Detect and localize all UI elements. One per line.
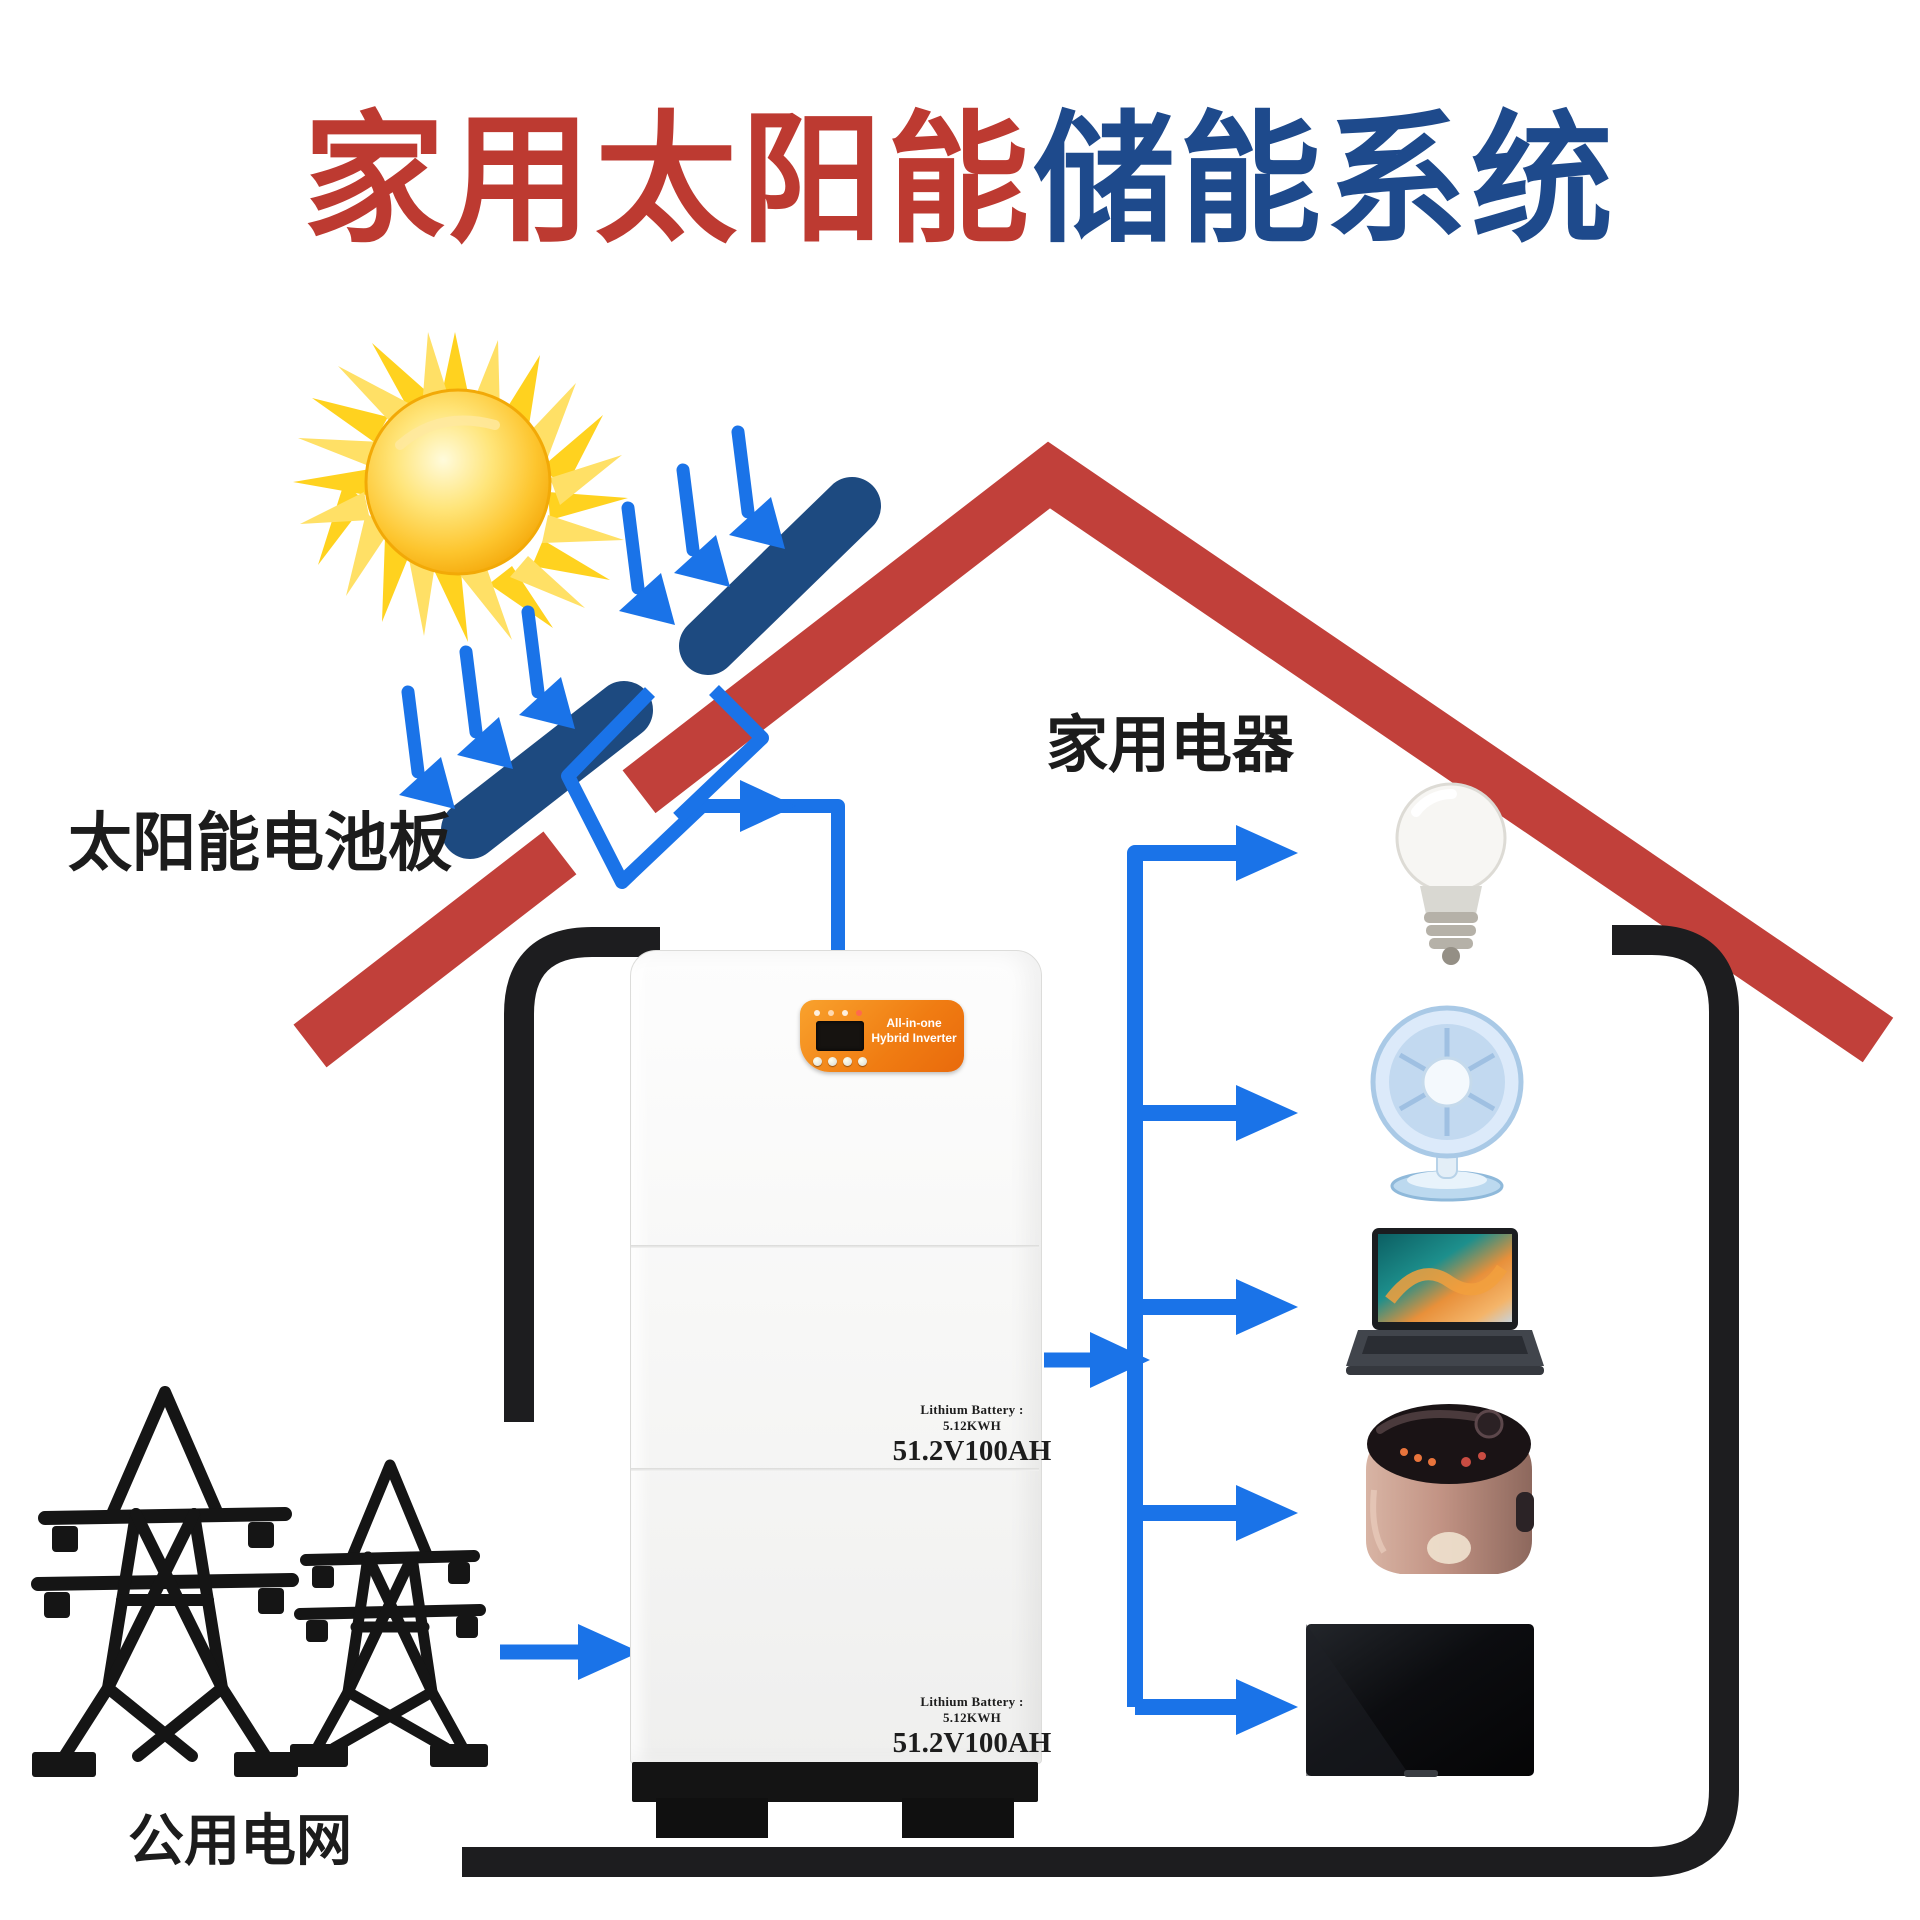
branch-arrow-cooker <box>1236 1485 1298 1541</box>
power-tower-large-icon <box>31 1386 299 1777</box>
energy-storage-unit: All-in-one Hybrid Inverter Lithium Batte… <box>630 950 1051 1838</box>
inverter-button[interactable] <box>843 1057 852 1066</box>
grid-input-arrow <box>500 1624 640 1680</box>
inverter-indicator-led <box>856 1010 862 1016</box>
unit-foot <box>902 1798 1014 1838</box>
battery-module-label: Lithium Battery : 5.12KWH 51.2V100AH <box>892 1402 1052 1468</box>
sunlight-arrows <box>399 425 785 809</box>
house-right-wall-and-floor <box>462 925 1739 1877</box>
pv-cable-arrowhead <box>740 780 796 832</box>
inverter-line2: Hybrid Inverter <box>871 1031 957 1045</box>
branch-arrow-tv <box>1236 1679 1298 1735</box>
sunlight-arrow <box>619 501 675 625</box>
unit-section-divider <box>631 1468 1039 1471</box>
unit-cabinet <box>630 950 1042 1764</box>
roof <box>293 441 1894 1068</box>
branch-arrow-bulb <box>1236 825 1298 881</box>
unit-base <box>632 1762 1038 1802</box>
label-public-grid: 公用电网 <box>128 1809 352 1872</box>
battery-capacity: 51.2V100AH <box>892 1727 1052 1759</box>
unit-foot <box>656 1798 768 1838</box>
sunlight-arrow <box>399 685 455 809</box>
distribution-trunk <box>1127 845 1240 1715</box>
solar-panel-bar-1 <box>441 681 653 859</box>
table-fan-icon <box>1370 1005 1524 1202</box>
inverter-button[interactable] <box>858 1057 867 1066</box>
branch-arrowheads <box>1236 825 1298 1735</box>
battery-module-label: Lithium Battery : 5.12KWH 51.2V100AH <box>892 1694 1052 1760</box>
light-bulb-icon <box>1395 782 1507 965</box>
unit-section-divider <box>631 1245 1039 1248</box>
solar-panel-bar-2 <box>679 477 881 675</box>
sunlight-arrow <box>457 645 513 769</box>
page-title: 家用太阳能储能系统 <box>0 64 1920 270</box>
house-left-wall <box>504 927 660 1422</box>
inverter-indicator-led <box>828 1010 834 1016</box>
inverter-lcd-screen <box>816 1021 864 1051</box>
inverter-display-text: All-in-one Hybrid Inverter <box>868 1016 960 1046</box>
inverter-button[interactable] <box>828 1057 837 1066</box>
title-blue-part: 储能系统 <box>1033 101 1617 260</box>
rice-cooker-icon <box>1366 1404 1534 1574</box>
roof-pass-through-bracket <box>673 685 769 824</box>
laptop-icon <box>1346 1228 1544 1375</box>
sunlight-arrow <box>519 605 575 729</box>
battery-spec: Lithium Battery : 5.12KWH <box>920 1694 1024 1725</box>
label-solar-panel: 太阳能电池板 <box>68 807 452 879</box>
pv-cable <box>561 685 845 952</box>
inverter-output-arrow <box>1044 1332 1150 1388</box>
power-tower-small-icon <box>290 1459 488 1767</box>
sun-icon <box>293 332 628 642</box>
branch-arrow-fan <box>1236 1085 1298 1141</box>
inverter-indicator-led <box>842 1010 848 1016</box>
inverter-indicator-led <box>814 1010 820 1016</box>
inverter-display: All-in-one Hybrid Inverter <box>800 1000 964 1072</box>
sunlight-arrow <box>729 425 785 549</box>
inverter-line1: All-in-one <box>886 1016 942 1030</box>
sunlight-arrow <box>674 463 730 587</box>
solar-panel-bars <box>441 477 881 859</box>
branch-arrow-laptop <box>1236 1279 1298 1335</box>
inverter-button[interactable] <box>813 1057 822 1066</box>
battery-spec: Lithium Battery : 5.12KWH <box>920 1402 1024 1433</box>
title-red-part: 家用太阳能 <box>303 101 1033 260</box>
battery-capacity: 51.2V100AH <box>892 1435 1052 1467</box>
label-home-appliances: 家用电器 <box>1046 711 1295 780</box>
roof-cable-gap <box>533 757 667 889</box>
television-icon <box>1306 1624 1534 1777</box>
